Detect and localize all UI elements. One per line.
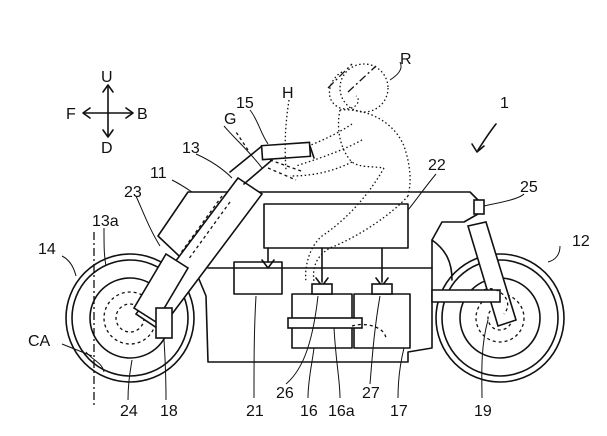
label-CA: CA bbox=[28, 333, 51, 350]
label-14: 14 bbox=[38, 241, 56, 258]
label-G: G bbox=[224, 111, 236, 128]
dir-up-label: U bbox=[101, 69, 113, 86]
label-18: 18 bbox=[160, 403, 178, 420]
dir-front-label: F bbox=[66, 106, 76, 123]
vehicle-body bbox=[157, 191, 485, 363]
steering-column bbox=[132, 145, 273, 339]
label-12: 12 bbox=[572, 233, 590, 250]
terminal-26 bbox=[311, 283, 333, 295]
rear-swingarm bbox=[431, 221, 517, 328]
fig-arrow bbox=[477, 123, 497, 151]
direction-indicator: U D F B bbox=[66, 69, 148, 157]
label-25: 25 bbox=[520, 179, 538, 196]
label-17: 17 bbox=[390, 403, 408, 420]
reference-labels: 1 R H G 15 13 11 23 13a 14 CA 22 25 12 2… bbox=[28, 51, 590, 420]
lamp-25 bbox=[473, 199, 485, 215]
label-21: 21 bbox=[246, 403, 264, 420]
label-H: H bbox=[282, 85, 294, 102]
rider-outline bbox=[289, 63, 411, 283]
handlebar bbox=[235, 131, 315, 181]
label-23: 23 bbox=[124, 184, 142, 201]
terminal-27 bbox=[371, 283, 393, 295]
label-13: 13 bbox=[182, 140, 200, 157]
battery-pack bbox=[287, 283, 411, 349]
handle-lead bbox=[284, 99, 290, 171]
label-19: 19 bbox=[474, 403, 492, 420]
dir-back-label: B bbox=[137, 106, 148, 123]
inverter-21 bbox=[233, 261, 283, 295]
label-24: 24 bbox=[120, 403, 138, 420]
label-16: 16 bbox=[300, 403, 318, 420]
label-11: 11 bbox=[150, 165, 167, 182]
partition-16a bbox=[287, 317, 363, 329]
label-16a: 16a bbox=[328, 403, 355, 420]
dir-down-label: D bbox=[101, 140, 113, 157]
label-15: 15 bbox=[236, 95, 254, 112]
controller-22 bbox=[261, 203, 409, 287]
label-27: 27 bbox=[362, 385, 380, 402]
label-22: 22 bbox=[428, 157, 446, 174]
label-13a: 13a bbox=[92, 213, 119, 230]
label-fig-1: 1 bbox=[500, 95, 509, 112]
label-R: R bbox=[400, 51, 412, 68]
label-26: 26 bbox=[276, 385, 294, 402]
leader-lines bbox=[61, 61, 561, 401]
motor-18 bbox=[155, 307, 173, 339]
